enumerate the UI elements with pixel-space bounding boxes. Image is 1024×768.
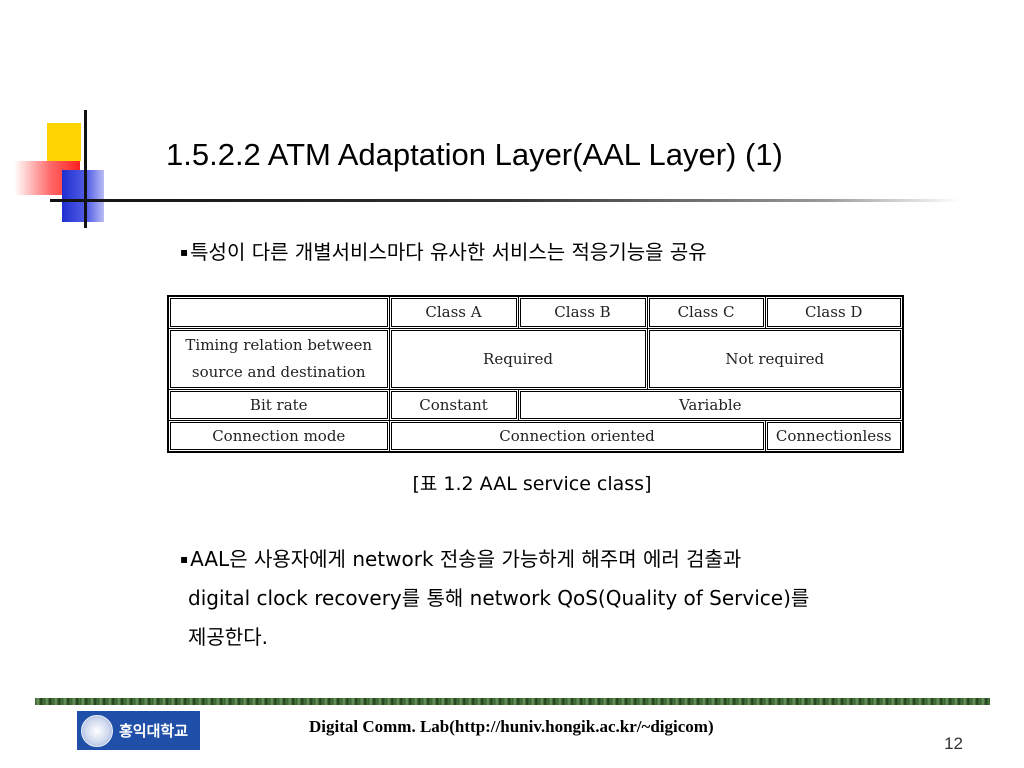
cell-connectionless: Connectionless: [764, 420, 904, 453]
row-label-timing-line2: source and destination: [191, 363, 366, 381]
cell-timing-required: Required: [388, 328, 648, 390]
header-class-c: Class C: [646, 295, 766, 329]
table-row-timing: Timing relation between source and destin…: [167, 328, 904, 390]
table-row-bitrate: Bit rate Constant Variable: [167, 389, 904, 421]
para-line-2: digital clock recovery를 통해 network QoS(Q…: [188, 586, 810, 610]
title-deco-blue-square: [62, 170, 104, 222]
title-deco-vertical-line: [84, 110, 87, 228]
footer-divider-bar: [35, 698, 990, 705]
row-label-timing: Timing relation between source and destin…: [167, 328, 390, 390]
cell-connection-oriented: Connection oriented: [388, 420, 766, 453]
para-line-3: 제공한다.: [188, 625, 268, 649]
cell-bitrate-constant: Constant: [388, 389, 519, 421]
university-logo: 홍익대학교: [77, 711, 200, 750]
title-deco-yellow-square: [47, 123, 81, 161]
title-underline: [50, 199, 960, 202]
table-header-row: Class A Class B Class C Class D: [167, 295, 904, 329]
university-seal-icon: [81, 714, 113, 747]
row-label-timing-line1: Timing relation between: [185, 336, 373, 354]
cell-bitrate-variable: Variable: [517, 389, 904, 421]
para-line-1: AAL은 사용자에게 network 전송을 가능하게 해주며 에러 검출과: [190, 547, 742, 571]
table-row-connection: Connection mode Connection oriented Conn…: [167, 420, 904, 453]
footer-lab-text: Digital Comm. Lab(http://huniv.hongik.ac…: [309, 717, 714, 736]
table-corner-cell: [167, 295, 390, 329]
bullet-marker: ▪: [180, 552, 189, 566]
slide-title: 1.5.2.2 ATM Adaptation Layer(AAL Layer) …: [166, 137, 783, 172]
header-class-d: Class D: [764, 295, 904, 329]
cell-timing-not-required: Not required: [646, 328, 904, 390]
row-label-bitrate: Bit rate: [167, 389, 390, 421]
table-caption: [표 1.2 AAL service class]: [412, 473, 652, 495]
aal-service-class-table: Class A Class B Class C Class D Timing r…: [167, 295, 904, 453]
bullet-item-2: ▪AAL은 사용자에게 network 전송을 가능하게 해주며 에러 검출과 …: [180, 540, 809, 657]
bullet-1-text: 특성이 다른 개별서비스마다 유사한 서비스는 적응기능을 공유: [190, 240, 707, 264]
header-class-b: Class B: [517, 295, 648, 329]
header-class-a: Class A: [388, 295, 519, 329]
row-label-connection: Connection mode: [167, 420, 390, 453]
bullet-marker: ▪: [180, 245, 189, 259]
logo-text: 홍익대학교: [119, 722, 189, 740]
page-number: 12: [944, 734, 963, 753]
bullet-item-1: ▪특성이 다른 개별서비스마다 유사한 서비스는 적응기능을 공유: [180, 236, 707, 265]
